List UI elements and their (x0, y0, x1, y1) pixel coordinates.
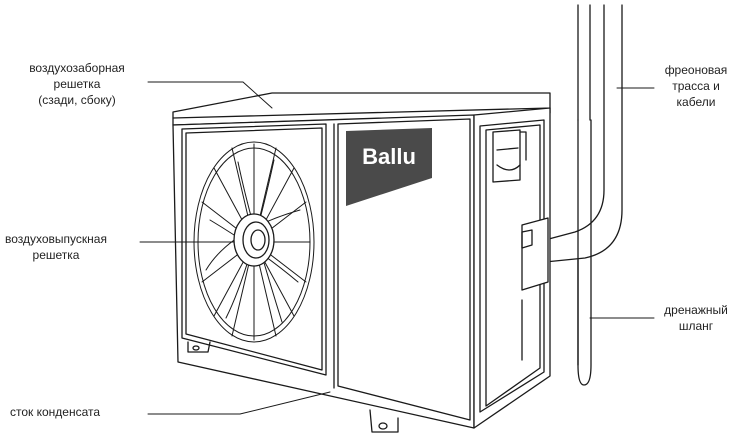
label-air-outlet-line2: решетка (5, 247, 107, 263)
label-condensate-drain: сток конденсата (10, 404, 100, 420)
brand-logo-text: Ballu (362, 144, 416, 169)
label-air-outlet: воздуховыпускная решетка (5, 231, 107, 263)
label-freon-line1: фреоновая (652, 62, 740, 78)
label-air-intake-line2: решетка (6, 76, 148, 92)
label-condensate-drain-text: сток конденсата (10, 404, 100, 420)
label-freon-line3: кабели (652, 94, 740, 110)
label-air-outlet-line1: воздуховыпускная (5, 231, 107, 247)
label-freon-line: фреоновая трасса и кабели (652, 62, 740, 110)
label-freon-line2: трасса и (652, 78, 740, 94)
label-air-intake-line1: воздухозаборная (6, 60, 148, 76)
freon-pipes (545, 5, 622, 262)
label-drain-hose: дренажный шланг (652, 302, 740, 334)
label-drain-hose-line1: дренажный (652, 302, 740, 318)
drain-hose (578, 120, 591, 385)
label-drain-hose-line2: шланг (652, 318, 740, 334)
fan-hub (234, 214, 274, 266)
label-air-intake-line3: (сзади, сбоку) (6, 92, 148, 108)
label-air-intake: воздухозаборная решетка (сзади, сбоку) (6, 60, 148, 108)
